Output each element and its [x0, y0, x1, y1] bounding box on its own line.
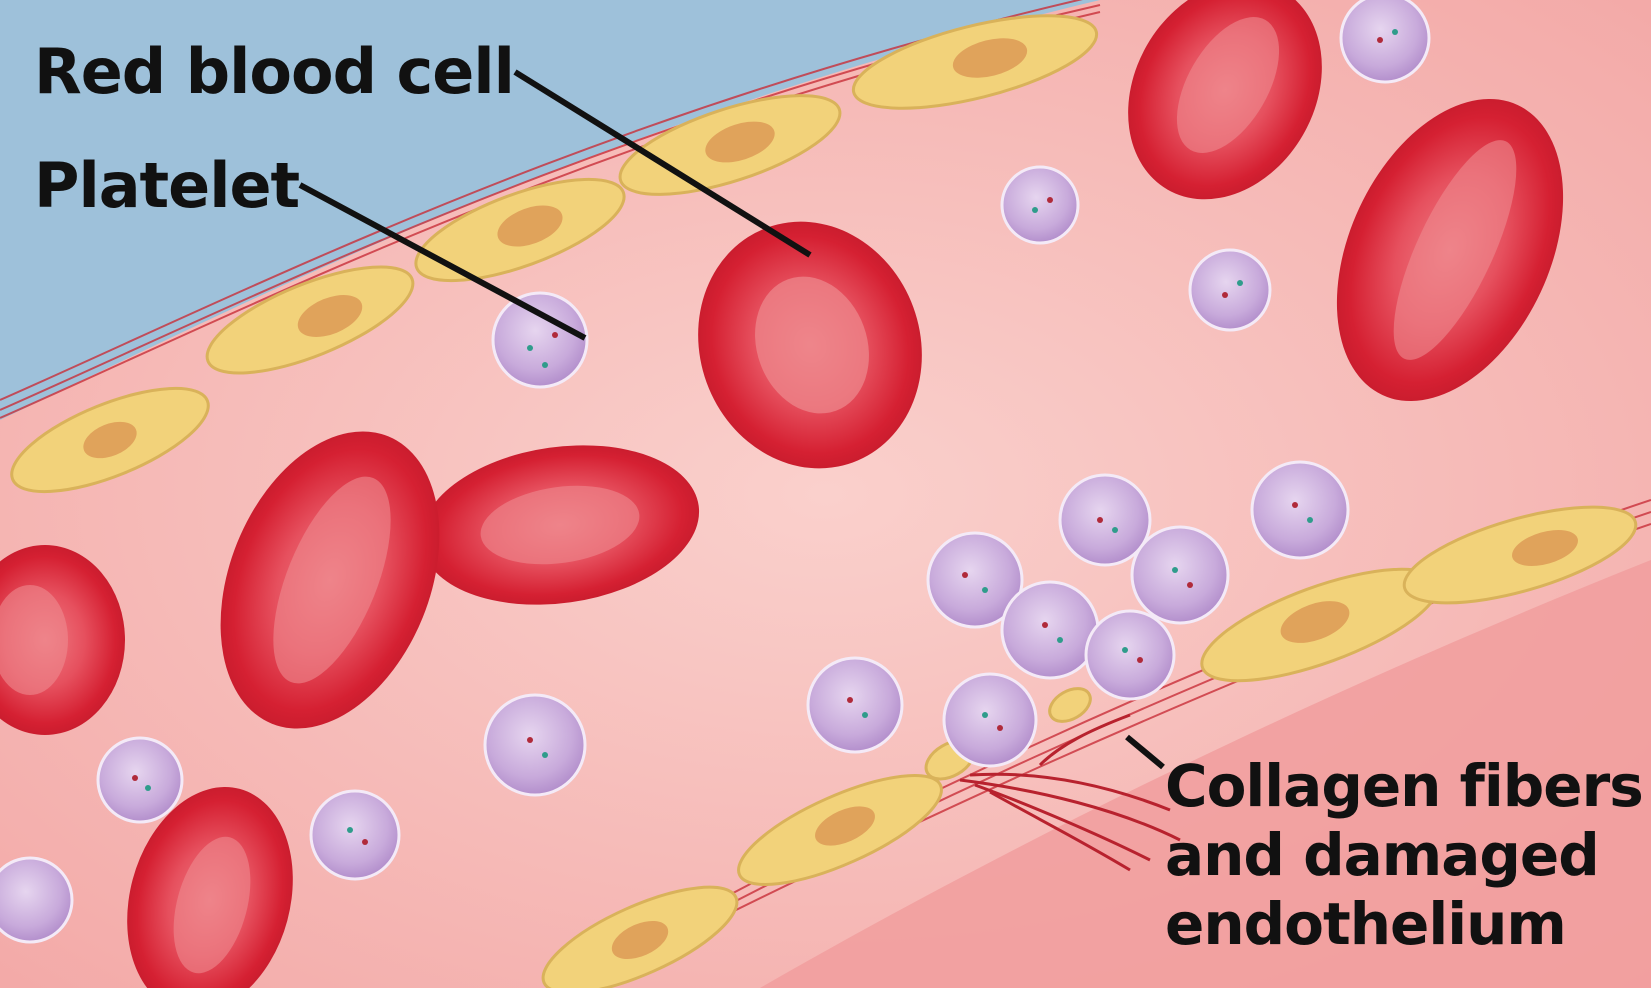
label-collagen-fibers: Collagen fibers and damaged endothelium: [1165, 752, 1643, 959]
platelet: [1341, 0, 1429, 82]
platelet: [1002, 167, 1078, 243]
label-platelet: Platelet: [34, 150, 299, 222]
label-collagen-line: endothelium: [1165, 890, 1643, 959]
platelet: [98, 738, 182, 822]
platelet: [0, 858, 72, 942]
platelet: [1086, 611, 1174, 699]
label-collagen-line: Collagen fibers: [1165, 752, 1643, 821]
platelet: [1252, 462, 1348, 558]
platelet: [493, 293, 587, 387]
label-red-blood-cell: Red blood cell: [34, 36, 514, 108]
label-collagen-line: and damaged: [1165, 821, 1643, 890]
platelet: [944, 674, 1036, 766]
platelet: [1132, 527, 1228, 623]
platelet: [808, 658, 902, 752]
platelet: [485, 695, 585, 795]
platelet: [311, 791, 399, 879]
platelet: [1002, 582, 1098, 678]
platelet: [1190, 250, 1270, 330]
